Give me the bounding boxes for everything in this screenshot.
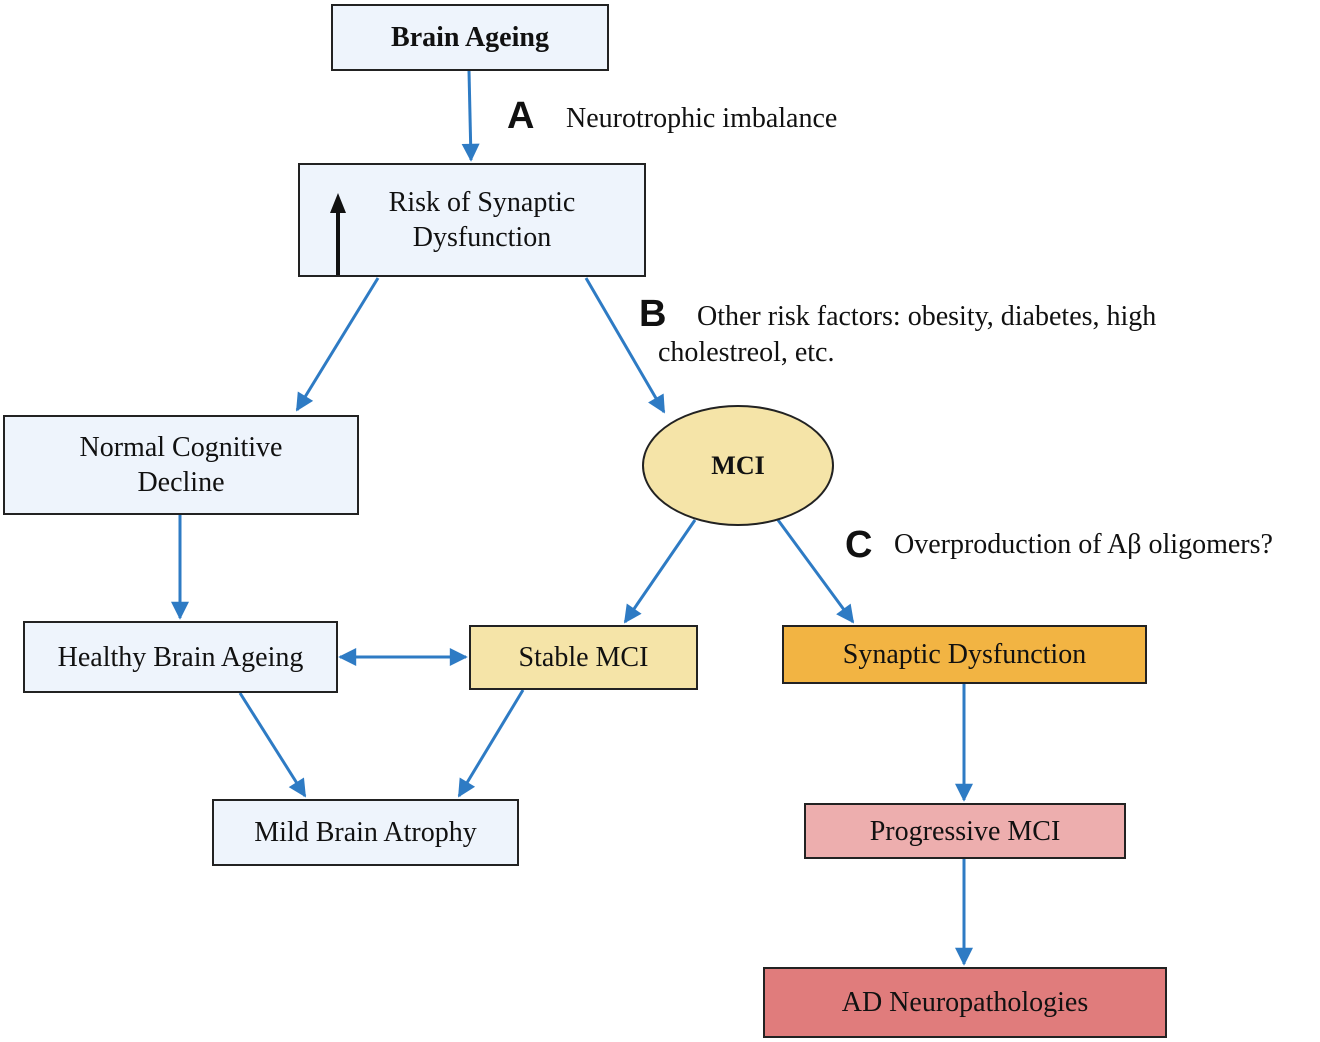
label-c-letter: C: [845, 524, 873, 566]
node-ad-label: AD Neuropathologies: [841, 987, 1089, 1018]
edge-healthy-to-atrophy: [238, 692, 307, 798]
edge-brain-ageing-to-risk: [461, 70, 480, 162]
node-risk-label-line2: Dysfunction: [412, 222, 552, 253]
edge-mci-to-synaptic: [776, 519, 855, 624]
edge-risk-to-normal-decline: [295, 277, 380, 412]
edge-stable-to-atrophy: [457, 689, 525, 798]
label-b-text-line2: cholestreol, etc.: [658, 337, 835, 368]
label-a-text: Neurotrophic imbalance: [566, 103, 838, 134]
label-b-text-line1: Other risk factors: obesity, diabetes, h…: [697, 301, 1157, 332]
node-progressive-label: Progressive MCI: [869, 815, 1061, 847]
label-a-letter: A: [507, 95, 535, 137]
edge-mci-to-stable: [623, 519, 697, 624]
node-mci: MCI: [642, 405, 834, 526]
node-synaptic-dysfunction: Synaptic Dysfunction: [782, 625, 1147, 684]
node-stable-label: Stable MCI: [518, 642, 649, 673]
node-synaptic-label: Synaptic Dysfunction: [842, 639, 1087, 670]
node-progressive-mci: Progressive MCI: [804, 803, 1126, 859]
node-risk-synaptic-dysfunction: Risk of Synaptic Dysfunction: [298, 163, 646, 277]
node-healthy-brain-ageing: Healthy Brain Ageing: [23, 621, 338, 693]
node-normal-label-line1: Normal Cognitive: [79, 432, 283, 463]
node-atrophy-label: Mild Brain Atrophy: [254, 817, 477, 848]
node-brain-ageing: Brain Ageing: [331, 4, 609, 71]
edge-risk-to-mci: [584, 277, 666, 414]
node-risk-label-line1: Risk of Synaptic: [388, 187, 576, 218]
node-normal-cognitive-decline: Normal Cognitive Decline: [3, 415, 359, 515]
node-mci-label: MCI: [711, 451, 765, 480]
node-brain-ageing-label: Brain Ageing: [391, 22, 549, 53]
node-healthy-label: Healthy Brain Ageing: [57, 641, 304, 673]
node-stable-mci: Stable MCI: [469, 625, 698, 690]
label-b-letter: B: [639, 293, 667, 335]
label-c-text: Overproduction of Aβ oligomers?: [894, 529, 1273, 560]
node-ad-neuropathologies: AD Neuropathologies: [763, 967, 1167, 1038]
node-normal-label-line2: Decline: [137, 467, 225, 498]
node-mild-brain-atrophy: Mild Brain Atrophy: [212, 799, 519, 866]
up-arrow-icon: [330, 193, 346, 275]
